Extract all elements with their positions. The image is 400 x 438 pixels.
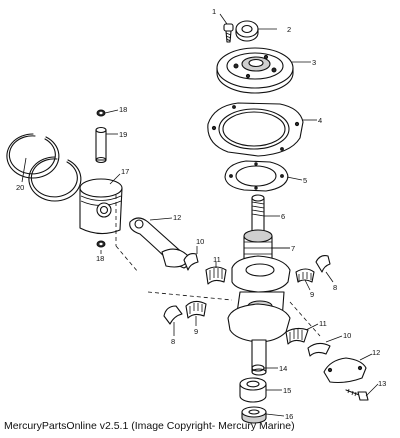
callout-9-right: 9: [310, 290, 314, 299]
callout-9-left: 9: [194, 327, 198, 336]
assembly-line-right: [289, 301, 321, 337]
callout-2: 2: [287, 25, 291, 34]
part-13-screw: [345, 388, 369, 401]
part-10-bearing-lower: [307, 342, 331, 357]
callout-numbers: 1 2 3 4 5 6 7 8 8 9 9 10 10 11 11 12 12 …: [16, 7, 386, 421]
callout-12-lower: 12: [372, 348, 380, 357]
part-11-needle-cage-upper: [205, 266, 227, 285]
callout-16: 16: [285, 412, 293, 421]
callout-4: 4: [318, 116, 322, 125]
callout-7: 7: [291, 244, 295, 253]
callout-5: 5: [303, 176, 307, 185]
callout-19: 19: [119, 130, 127, 139]
part-10-bearing-upper: [183, 253, 199, 271]
callout-8-left: 8: [171, 337, 175, 346]
callout-10-upper: 10: [196, 237, 204, 246]
part-3-top-plate: [216, 47, 294, 94]
callout-1: 1: [212, 7, 216, 16]
callout-8-right: 8: [333, 283, 337, 292]
callout-15: 15: [283, 386, 291, 395]
part-17-piston: [79, 178, 139, 273]
callout-12-upper: 12: [173, 213, 181, 222]
part-8-bearing-half-left: [163, 305, 183, 325]
part-9-needle-cage-lower: [185, 300, 207, 319]
callout-17: 17: [121, 167, 129, 176]
callout-10-lower: 10: [343, 331, 351, 340]
callout-14: 14: [279, 364, 287, 373]
part-6-crankshaft: [227, 194, 291, 376]
part-20-piston-rings: [6, 133, 82, 202]
callout-13: 13: [378, 379, 386, 388]
assembly-line-lower-rod: [147, 291, 233, 301]
part-11-needle-cage-lower: [285, 327, 309, 345]
part-2-seal: [235, 20, 259, 42]
leader-lines: [21, 13, 379, 417]
part-8-bearing-half-right: [315, 255, 331, 273]
callout-18-top: 18: [119, 105, 127, 114]
part-19-wrist-pin: [95, 126, 107, 164]
callout-11-lower: 11: [319, 319, 327, 328]
callout-6: 6: [281, 212, 285, 221]
part-4-gasket: [207, 102, 304, 157]
callout-20: 20: [16, 183, 24, 192]
copyright-caption: MercuryPartsOnline v2.5.1 (Image Copyrig…: [4, 420, 295, 432]
part-18-retainer-bottom: [96, 240, 106, 248]
part-15-bearing: [239, 377, 267, 403]
part-1-screw: [223, 23, 234, 43]
callout-3: 3: [312, 58, 316, 67]
part-5-gasket: [224, 160, 289, 192]
part-16-seal: [241, 406, 267, 424]
callout-11-upper: 11: [213, 255, 221, 264]
part-12-connecting-rod-upper: [129, 217, 191, 269]
part-12-rod-cap-lower: [323, 357, 367, 384]
part-9-needle-cage-upper: [295, 268, 315, 283]
part-18-retainer-top: [96, 109, 106, 117]
callout-18-bottom: 18: [96, 254, 104, 263]
